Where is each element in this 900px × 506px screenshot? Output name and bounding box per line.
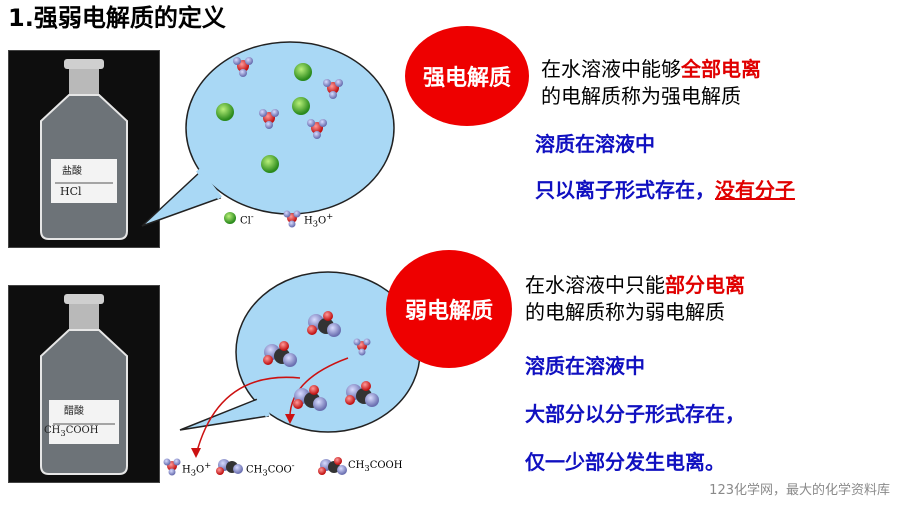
weak-electrolyte-badge: 弱电解质 (386, 250, 512, 368)
weak-solution-bubble (179, 271, 421, 458)
acetic-acid-molecule-group (263, 311, 379, 411)
strong-desc-line2: 只以离子形式存在，没有分子 (535, 178, 795, 202)
acetate-legend-icon (216, 459, 243, 475)
h3o-legend-label-weak: H3O+ (182, 460, 212, 478)
h3o-legend-icon-weak (163, 458, 181, 476)
footer-watermark: 123化学网，最大的化学资料库 (709, 483, 890, 498)
cl-legend-label: Cl- (240, 211, 254, 227)
weak-desc-line2: 大部分以分子形式存在， (525, 402, 745, 426)
acetate-legend-label: CH3COO- (246, 460, 295, 478)
weak-definition: 在水溶液中只能部分电离 的电解质称为弱电解质 (525, 273, 745, 324)
cl-legend-icon (224, 212, 236, 224)
acetic-acid-legend-icon (318, 457, 347, 475)
acetic-bottle-formula: CH3COOH (44, 425, 99, 438)
strong-electrolyte-badge: 强电解质 (405, 26, 529, 126)
acetic-acid-legend-label: CH3COOH (348, 460, 403, 473)
weak-desc-line3: 仅一少部分发生电离。 (525, 450, 725, 474)
page-title: 1.强弱电解质的定义 (8, 4, 226, 32)
strong-desc-line1: 溶质在溶液中 (535, 132, 655, 156)
acetic-bottle-label: 醋酸 (64, 406, 84, 417)
chloride-ion-group (216, 63, 312, 173)
weak-desc-line1: 溶质在溶液中 (525, 354, 645, 378)
h3o-legend-label: H3O+ (304, 211, 334, 229)
h3o-legend-icon (283, 210, 301, 228)
hcl-bottle-label: 盐酸 (62, 166, 82, 177)
hcl-bottle-photo (8, 50, 160, 248)
acetic-acid-bottle-photo (8, 285, 160, 483)
hcl-bottle-formula: HCl (60, 185, 82, 198)
hydronium-ion-group (233, 57, 343, 139)
strong-definition: 在水溶液中能够全部电离 的电解质称为强电解质 (541, 57, 761, 108)
